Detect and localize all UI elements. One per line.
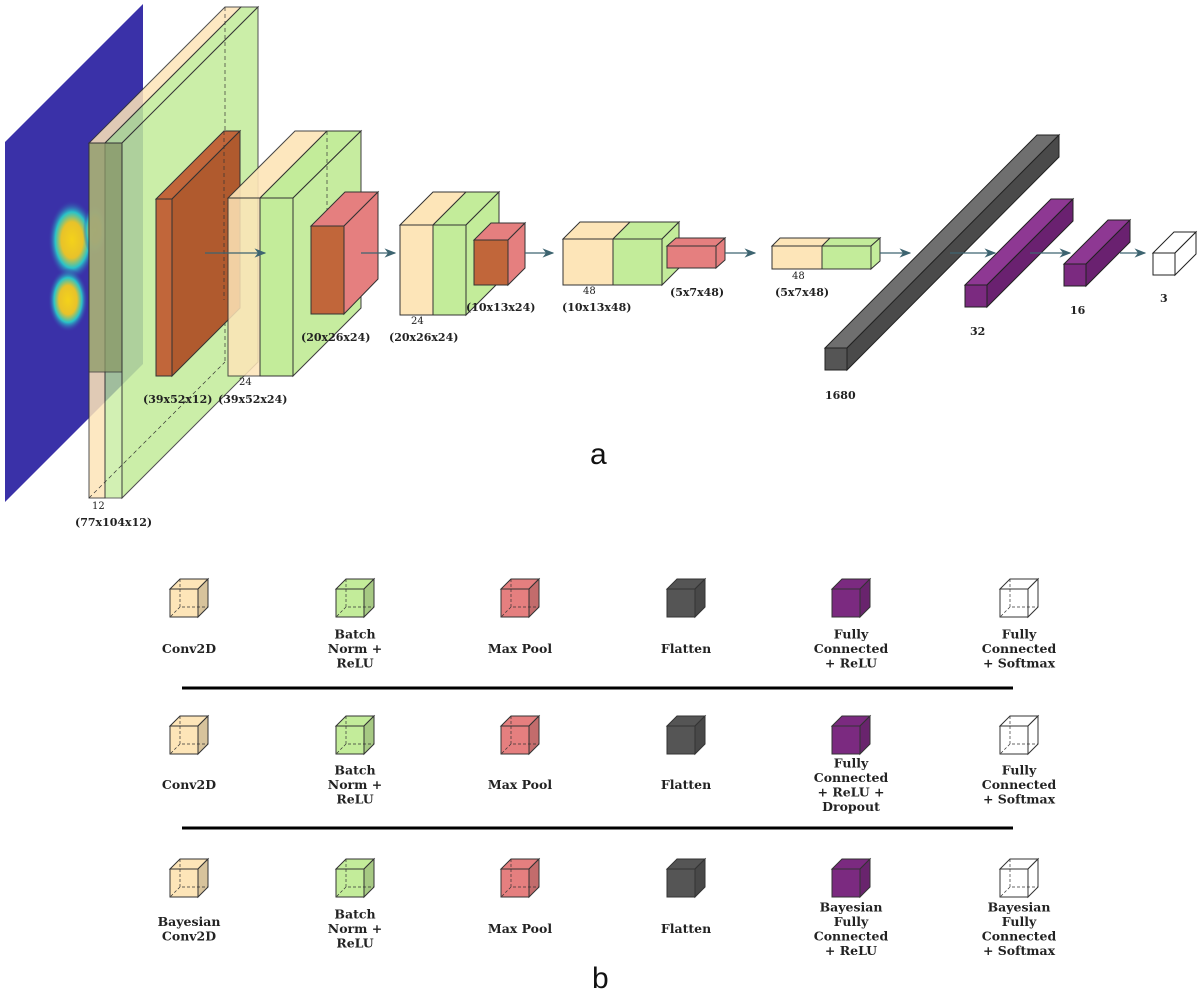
depth-label: 48 (792, 271, 805, 282)
legend-label: Flatten (661, 777, 711, 792)
cube-icon (334, 857, 376, 899)
dims-label: (20x26x24) (301, 331, 370, 344)
layer-pool-2 (472, 221, 527, 287)
dims-label: (77x104x12) (75, 516, 152, 529)
units-label: 32 (970, 325, 985, 338)
units-label: 16 (1070, 304, 1086, 317)
cube-icon (168, 857, 210, 899)
depth-label: 24 (411, 316, 424, 327)
layer-dense-16 (1062, 218, 1132, 288)
cube-icon (499, 714, 541, 756)
depth-label: 24 (239, 377, 252, 388)
cube-icon (334, 577, 376, 619)
panel-label: a (590, 438, 607, 471)
legend-label: Conv2D (162, 777, 216, 792)
units-label: 3 (1160, 292, 1168, 305)
dims-label: (20x26x24) (389, 331, 458, 344)
layer-output (1151, 230, 1198, 277)
cube-icon (168, 714, 210, 756)
cube-icon (830, 857, 872, 899)
cube-icon (168, 577, 210, 619)
cube-icon (998, 714, 1040, 756)
dims-label: (5x7x48) (670, 286, 724, 299)
cube-icon (499, 857, 541, 899)
legend-label: Flatten (661, 641, 711, 656)
dims-label: (10x13x48) (562, 301, 631, 314)
cube-icon (998, 857, 1040, 899)
layer-pool-3 (665, 236, 727, 270)
cube-icon (830, 577, 872, 619)
legend-label: Flatten (661, 921, 711, 936)
legend-label: Conv2D (162, 641, 216, 656)
panel-label: b (592, 962, 609, 995)
cube-icon (334, 714, 376, 756)
cube-icon (665, 857, 707, 899)
dims-label: (5x7x48) (775, 286, 829, 299)
cube-icon (665, 577, 707, 619)
layer-conv-6 (770, 236, 882, 271)
dims-label: (39x52x12) (143, 393, 212, 406)
depth-label: 48 (583, 286, 596, 297)
units-label: 1680 (825, 389, 856, 402)
panel-a: 12 (77x104x12) (39x52x12) 24 (39x52x24) … (5, 4, 1198, 529)
legend-label: Max Pool (488, 641, 552, 656)
cube-icon (998, 577, 1040, 619)
legend-label: Max Pool (488, 921, 552, 936)
cube-icon (499, 577, 541, 619)
dims-label: (39x52x24) (218, 393, 287, 406)
layer-conv-5 (561, 220, 681, 287)
legend-label: Max Pool (488, 777, 552, 792)
depth-label: 12 (92, 501, 105, 512)
dims-label: (10x13x24) (466, 301, 535, 314)
cube-icon (665, 714, 707, 756)
cube-icon (830, 714, 872, 756)
